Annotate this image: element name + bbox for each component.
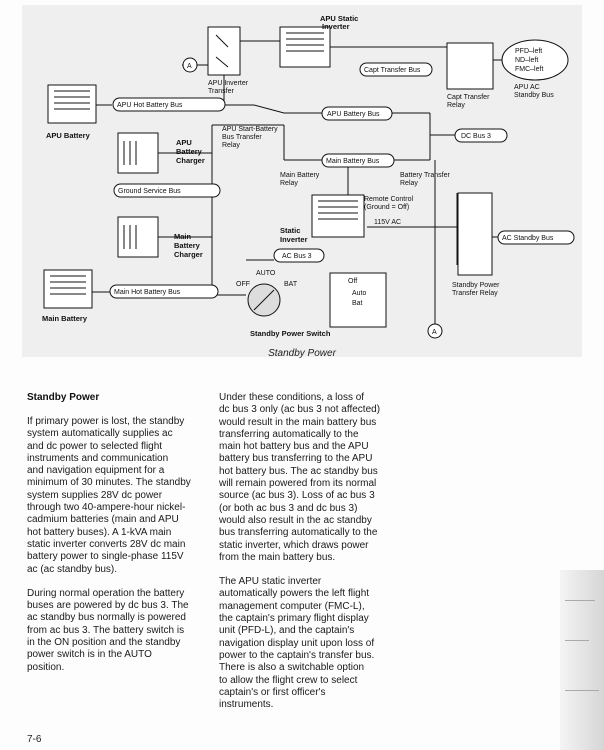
apu-battery-bus-label: APU Battery Bus bbox=[327, 111, 380, 118]
apu-battery-label: APU Battery bbox=[46, 131, 91, 140]
apu-static-inverter-label-1: APU Static bbox=[320, 14, 358, 23]
main-battery-relay-label-2: Relay bbox=[280, 180, 298, 187]
ground-service-bus-label: Ground Service Bus bbox=[118, 188, 181, 195]
static-inverter-shape bbox=[311, 194, 365, 238]
nd-left-label: ND–left bbox=[515, 57, 538, 64]
facing-page-bleed bbox=[560, 570, 604, 750]
standby-power-transfer-relay-label-1: Standby Power bbox=[452, 282, 500, 289]
fmc-left-label: FMC–left bbox=[515, 66, 543, 73]
contact-bat-label: Bat bbox=[352, 300, 363, 307]
apu-static-inverter-shape bbox=[279, 26, 331, 68]
standby-power-transfer-relay-label-2: Transfer Relay bbox=[452, 290, 498, 297]
apu-start-battery-relay-label-3: Relay bbox=[222, 142, 240, 149]
standby-power-switch-label: Standby Power Switch bbox=[250, 329, 331, 338]
bleed-line bbox=[565, 600, 595, 601]
remote-control-label-2: (Ground = Off) bbox=[364, 204, 409, 211]
capt-transfer-relay-label-1: Capt Transfer bbox=[447, 94, 490, 101]
diagram-svg: APU Static Inverter APU Inverter Transfe… bbox=[42, 14, 575, 339]
main-hot-battery-bus-label: Main Hot Battery Bus bbox=[114, 289, 181, 296]
standby-power-diagram: APU Static Inverter APU Inverter Transfe… bbox=[22, 5, 582, 357]
ac-standby-bus-label: AC Standby Bus bbox=[502, 235, 554, 242]
apu-hot-battery-bus-label: APU Hot Battery Bus bbox=[117, 102, 183, 109]
apu-static-inverter-label-2: Inverter bbox=[322, 22, 350, 31]
capt-transfer-bus-label: Capt Transfer Bus bbox=[364, 67, 421, 74]
main-battery-charger-label-1: Main bbox=[174, 232, 192, 241]
apu-inverter-transfer-label-2: Transfer bbox=[208, 88, 234, 95]
ac-bus-3-label: AC Bus 3 bbox=[282, 253, 312, 260]
capt-transfer-relay-label-2: Relay bbox=[447, 102, 465, 109]
switch-off-label: OFF bbox=[236, 281, 250, 288]
pfd-left-label: PFD–left bbox=[515, 48, 542, 55]
apu-start-battery-relay-label-2: Bus Transfer bbox=[222, 134, 262, 141]
bleed-line bbox=[565, 690, 599, 691]
dc-bus-3-label: DC Bus 3 bbox=[461, 133, 491, 140]
remote-control-label-1: Remote Control bbox=[364, 196, 413, 203]
switch-bat-label: BAT bbox=[284, 281, 298, 288]
main-battery-charger-label-3: Charger bbox=[174, 250, 203, 259]
apu-battery-charger-label-2: Battery bbox=[176, 147, 203, 156]
apu-battery-charger-shape bbox=[117, 132, 159, 174]
static-inverter-label-2: Inverter bbox=[280, 235, 308, 244]
apu-battery-charger-label-1: APU bbox=[176, 138, 192, 147]
apu-battery-charger-label-3: Charger bbox=[176, 156, 205, 165]
standby-power-transfer-relay-shape bbox=[457, 192, 493, 276]
capt-transfer-relay-shape bbox=[446, 42, 494, 90]
apu-start-battery-relay-label-1: APU Start-Battery bbox=[222, 126, 278, 133]
connector-a-bottom: A bbox=[432, 329, 437, 336]
apu-ac-standby-bus-label-1: APU AC bbox=[514, 84, 540, 91]
contact-off-label: Off bbox=[348, 278, 357, 285]
contact-auto-label: Auto bbox=[352, 290, 367, 297]
connector-a-top: A bbox=[187, 63, 192, 70]
ac-115v-label: 115V AC bbox=[374, 219, 401, 226]
apu-inverter-transfer-label-1: APU Inverter bbox=[208, 80, 249, 87]
apu-ac-standby-bus-label-2: Standby Bus bbox=[514, 92, 554, 99]
section-title: Standby Power bbox=[27, 392, 100, 403]
battery-transfer-relay-label-1: Battery Transfer bbox=[400, 172, 450, 179]
main-battery-label: Main Battery bbox=[42, 314, 88, 323]
figure-caption: Standby Power bbox=[268, 348, 336, 359]
static-inverter-label-1: Static bbox=[280, 226, 300, 235]
standby-switch-contacts-shape bbox=[329, 272, 387, 328]
main-battery-bus-label: Main Battery Bus bbox=[326, 158, 380, 165]
main-battery-relay-label-1: Main Battery bbox=[280, 172, 320, 179]
main-battery-charger-label-2: Battery bbox=[174, 241, 201, 250]
page-number: 7-6 bbox=[27, 734, 42, 745]
apu-inverter-transfer-relay-shape bbox=[207, 26, 241, 76]
bleed-line bbox=[565, 640, 589, 641]
switch-auto-label: AUTO bbox=[256, 270, 276, 277]
battery-transfer-relay-label-2: Relay bbox=[400, 180, 418, 187]
